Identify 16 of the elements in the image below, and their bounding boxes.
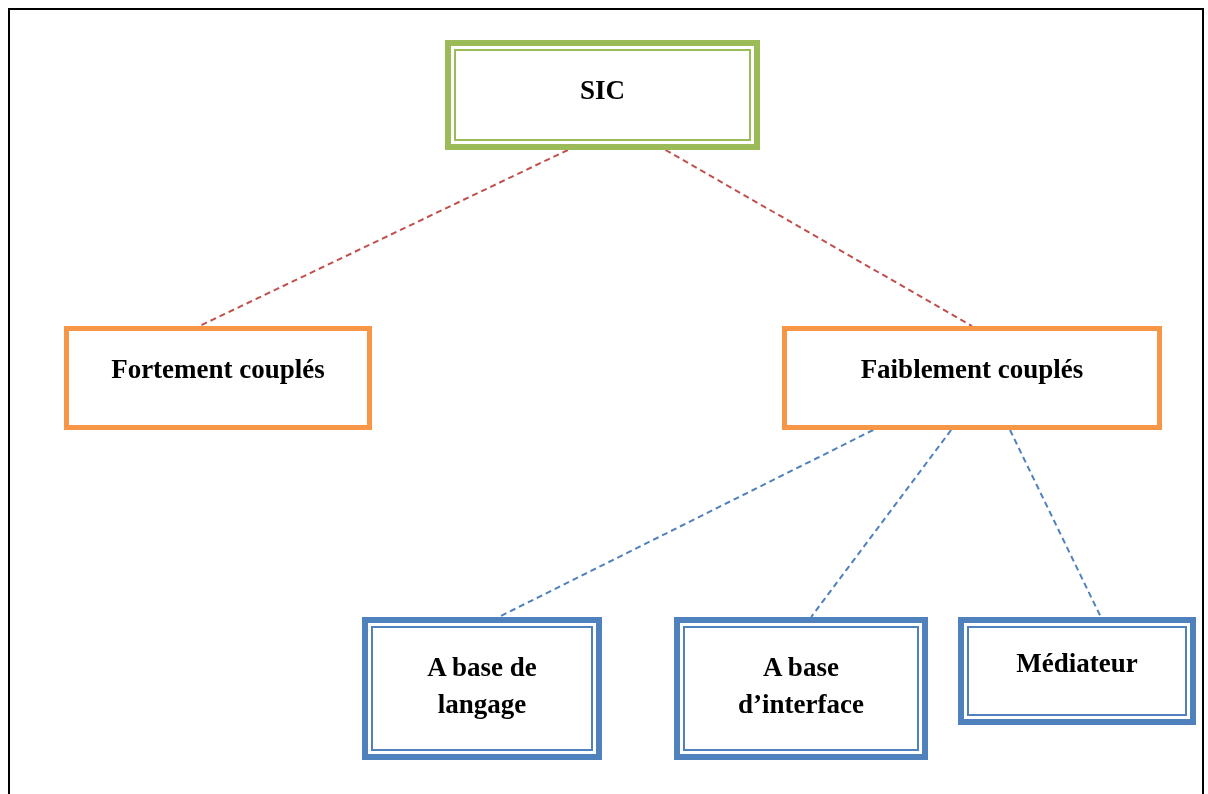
- category-label: Faiblement couplés: [860, 353, 1084, 386]
- category-box: [362, 617, 602, 760]
- dashed-connector: [664, 149, 973, 327]
- category-label: Médiateur: [1016, 647, 1138, 680]
- dashed-connector: [810, 429, 953, 618]
- category-label: Fortement couplés: [111, 353, 325, 386]
- category-box: [782, 326, 1162, 430]
- dashed-connector: [1009, 429, 1102, 618]
- category-box: [64, 326, 372, 430]
- category-box: [958, 617, 1196, 725]
- category-box: [445, 40, 760, 150]
- dashed-connector: [198, 149, 569, 327]
- category-label: A base d’interface: [737, 651, 865, 721]
- category-label: A base de langage: [426, 651, 538, 721]
- category-label: SIC: [580, 74, 625, 107]
- category-box: [674, 617, 928, 760]
